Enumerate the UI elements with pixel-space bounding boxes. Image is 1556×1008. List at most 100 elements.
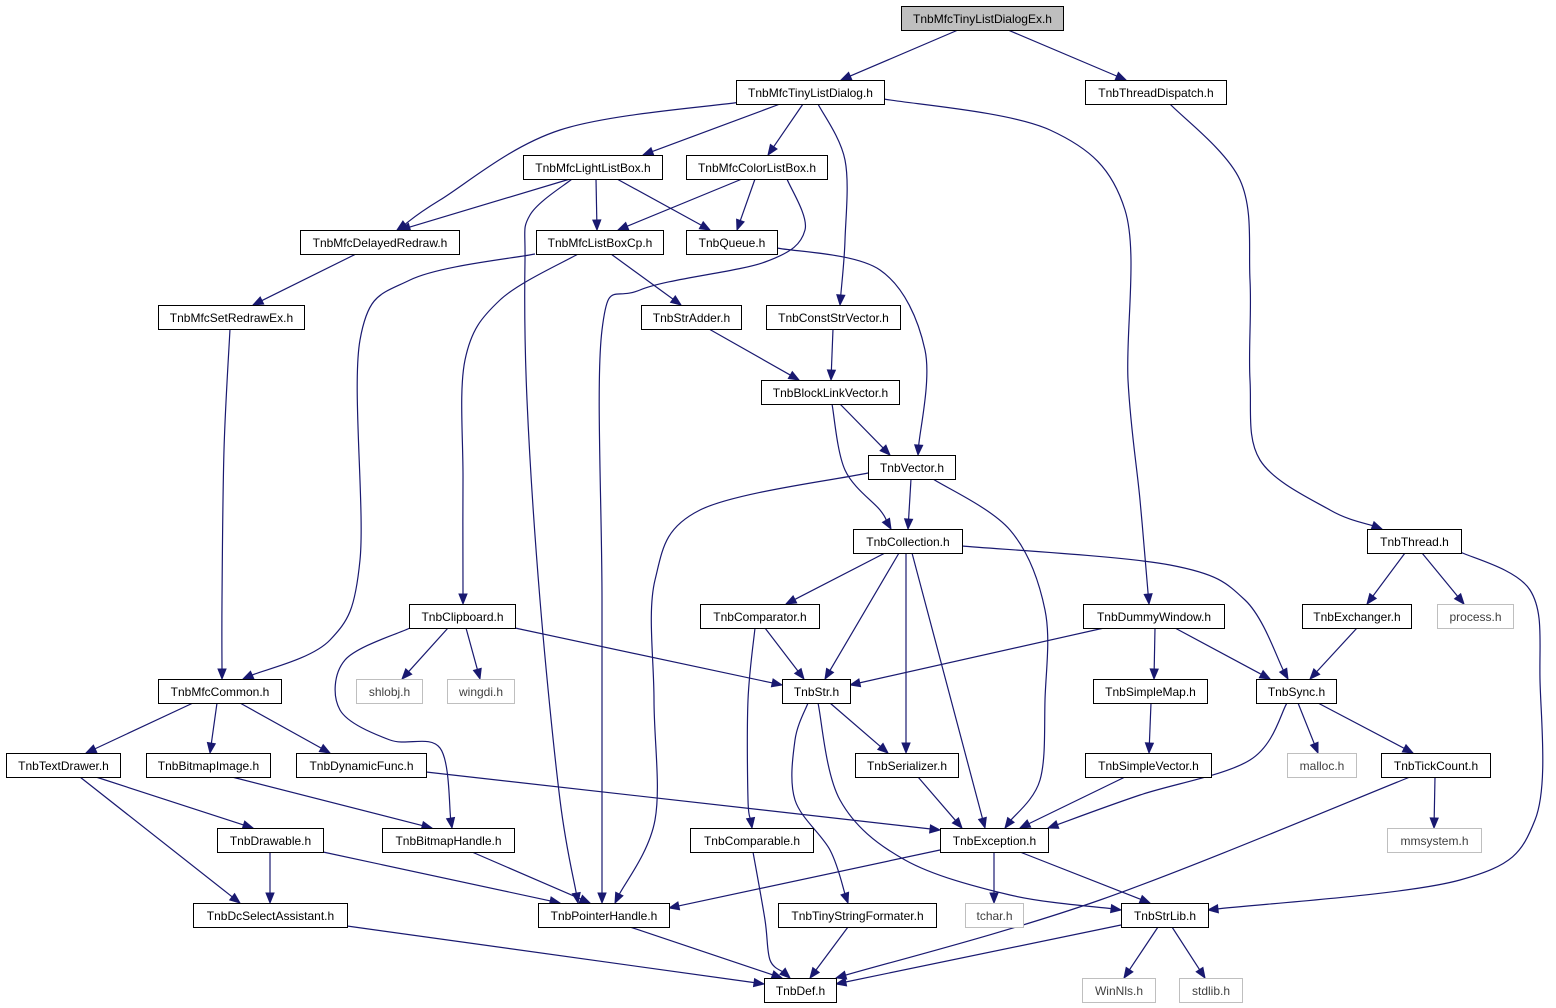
node-label: TnbQueue.h (699, 236, 766, 250)
node-tnbdrawable[interactable]: TnbDrawable.h (217, 828, 324, 853)
node-tnbthread[interactable]: TnbThread.h (1367, 529, 1462, 554)
edge-tnbmfccolorlistbox-to-tnbpointerhandle (597, 178, 807, 905)
edge-line (322, 851, 553, 902)
node-box (764, 978, 837, 1003)
edge-arrowhead (951, 816, 963, 830)
edge-arrowhead (770, 678, 784, 688)
edge-arrowhead (614, 891, 624, 905)
node-tnbtextdrawer[interactable]: TnbTextDrawer.h (6, 753, 121, 778)
edge-line (650, 103, 781, 153)
node-tnbmfctinylistdialogex[interactable]: TnbMfcTinyListDialogEx.h (901, 6, 1064, 31)
node-label: TnbStr.h (794, 685, 839, 699)
node-tnbcollection[interactable]: TnbCollection.h (853, 529, 963, 554)
edge-tnbexchanger-to-tnbsync (1309, 627, 1358, 680)
edge-arrowhead (1144, 742, 1155, 755)
node-tnbbitmapimage[interactable]: TnbBitmapImage.h (146, 753, 271, 778)
edge-tnbsync-to-tnbtickcount (1317, 702, 1415, 754)
edge-tnbcollection-to-tnbserializer (901, 553, 911, 755)
edge-tnbstrlib-to-stdlib (1171, 926, 1206, 980)
node-tnbvector[interactable]: TnbVector.h (868, 455, 956, 480)
node-tnbcomparable[interactable]: TnbComparable.h (690, 828, 814, 853)
node-tnbqueue[interactable]: TnbQueue.h (686, 230, 778, 255)
node-tnbserializer[interactable]: TnbSerializer.h (855, 753, 959, 778)
node-tnbclipboard[interactable]: TnbClipboard.h (409, 604, 516, 629)
node-tnbdynamicfunc[interactable]: TnbDynamicFunc.h (296, 753, 427, 778)
node-label: TnbPointerHandle.h (551, 909, 658, 923)
node-tnbpointerhandle[interactable]: TnbPointerHandle.h (538, 903, 670, 928)
node-tnbexchanger[interactable]: TnbExchanger.h (1302, 604, 1412, 629)
edge-line (708, 328, 793, 377)
node-tnbstrlib[interactable]: TnbStrLib.h (1121, 903, 1209, 928)
node-label: TnbThreadDispatch.h (1098, 86, 1213, 100)
node-tnbdcselectassistant[interactable]: TnbDcSelectAssistant.h (193, 903, 348, 928)
node-tnbdef[interactable]: TnbDef.h (764, 978, 837, 1003)
node-tnbmfcsetredrawex[interactable]: TnbMfcSetRedrawEx.h (158, 305, 305, 330)
node-tnbmfccommon[interactable]: TnbMfcCommon.h (158, 679, 282, 704)
edge-arrowhead (592, 219, 602, 232)
node-tnbmfclistboxcp[interactable]: TnbMfcListBoxCp.h (536, 230, 664, 255)
edge-arrowhead (265, 892, 275, 905)
edge-arrowhead (977, 816, 987, 830)
node-tnbblocklinkvector[interactable]: TnbBlockLinkVector.h (761, 380, 900, 405)
edge-tnbsimplemap-to-tnbsimplevector (1144, 702, 1155, 755)
edge-arrowhead (1453, 592, 1465, 606)
node-label: TnbMfcDelayedRedraw.h (313, 236, 448, 250)
node-tnbsync[interactable]: TnbSync.h (1256, 679, 1337, 704)
edge-arrowhead (1143, 593, 1153, 606)
node-tnbstradder[interactable]: TnbStrAdder.h (641, 305, 742, 330)
edge-line (598, 178, 807, 895)
edge-tnbmfctinylistdialogex-to-tnbthreaddispatch (1007, 29, 1128, 81)
edge-line (1317, 702, 1407, 750)
edge-tnbblocklinkvector-to-tnbvector (839, 403, 891, 456)
node-tnbconststrvector[interactable]: TnbConstStrVector.h (766, 305, 901, 330)
edge-tnbmfctinylistdialog-to-tnbdummywindow (883, 98, 1153, 606)
edge-arrowhead (698, 220, 712, 231)
node-tnbmfcdelayedredraw[interactable]: TnbMfcDelayedRedraw.h (300, 230, 460, 255)
node-box (1082, 978, 1156, 1003)
node-tnbthreaddispatch[interactable]: TnbThreadDispatch.h (1085, 80, 1227, 105)
edge-arrowhead (989, 892, 999, 905)
edge-line (817, 702, 1114, 910)
node-box (382, 828, 515, 853)
node-tnbstr[interactable]: TnbStr.h (782, 679, 851, 704)
edge-line (465, 627, 479, 672)
node-label: TnbComparator.h (713, 610, 806, 624)
edge-tnbtickcount-to-mmsystem (1429, 776, 1439, 830)
edge-arrowhead (1366, 592, 1378, 606)
node-tnbtinystringformater[interactable]: TnbTinyStringFormater.h (778, 903, 937, 928)
edge-arrowhead (824, 667, 835, 681)
node-box (1085, 80, 1227, 105)
edge-arrowhead (1110, 903, 1123, 914)
node-tnbbitmaphandle[interactable]: TnbBitmapHandle.h (382, 828, 515, 853)
node-tnbexception[interactable]: TnbException.h (940, 828, 1049, 853)
node-tnbtickcount[interactable]: TnbTickCount.h (1381, 753, 1491, 778)
node-tnbmfclightlistbox[interactable]: TnbMfcLightListBox.h (523, 155, 663, 180)
edge-arrowhead (809, 966, 821, 980)
edge-arrowhead (217, 668, 227, 681)
edge-arrowhead (1114, 71, 1128, 81)
node-box (538, 903, 670, 928)
node-tnbcomparator[interactable]: TnbComparator.h (700, 604, 820, 629)
edge-tnbthread-to-tnbexchanger (1366, 552, 1406, 606)
node-tnbdummywindow[interactable]: TnbDummyWindow.h (1083, 604, 1225, 629)
node-box (1083, 604, 1225, 629)
node-label: stdlib.h (1192, 984, 1230, 998)
node-tnbmfctinylistdialog[interactable]: TnbMfcTinyListDialog.h (736, 80, 885, 105)
node-label: tchar.h (976, 909, 1012, 923)
edge-tnbexception-to-tnbpointerhandle (667, 849, 941, 911)
edge-arrowhead (669, 295, 683, 306)
edge-arrowhead (458, 593, 468, 606)
edge-line (839, 403, 885, 450)
edge-tnbmfccolorlistbox-to-tnbmfclistboxcp (616, 178, 743, 231)
node-tnbsimplemap[interactable]: TnbSimpleMap.h (1093, 679, 1208, 704)
node-tnbmfccolorlistbox[interactable]: TnbMfcColorListBox.h (686, 155, 828, 180)
edge-arrowhead (1258, 669, 1272, 680)
edge-arrowhead (767, 143, 778, 157)
edge-line (629, 926, 775, 977)
edge-line (791, 702, 846, 896)
edge-line (595, 178, 598, 223)
edge-tnbsimplevector-to-tnbexception (1018, 776, 1126, 829)
node-tnbsimplevector[interactable]: TnbSimpleVector.h (1085, 753, 1212, 778)
edge-arrowhead (1149, 668, 1159, 681)
